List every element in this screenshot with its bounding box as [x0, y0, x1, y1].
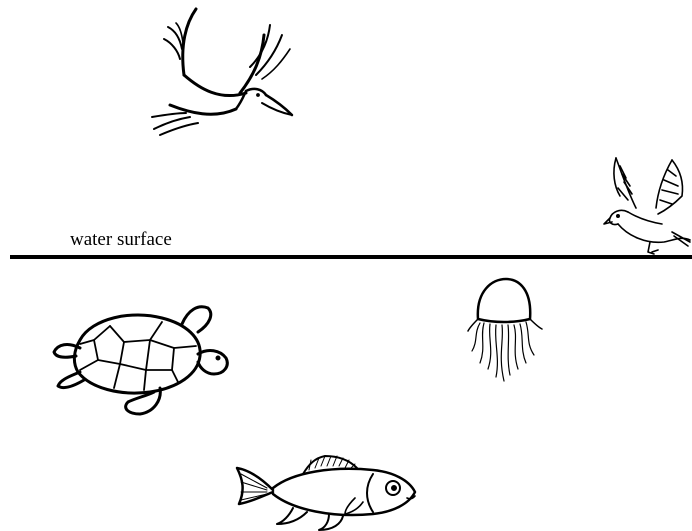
- pelican-icon: [150, 5, 295, 137]
- fish-icon: [233, 452, 418, 531]
- jellyfish-icon: [462, 277, 547, 382]
- seagull-icon: [602, 152, 692, 256]
- water-surface-line: [10, 255, 692, 259]
- water-surface-label: water surface: [70, 229, 172, 251]
- sea-turtle-icon: [50, 300, 235, 420]
